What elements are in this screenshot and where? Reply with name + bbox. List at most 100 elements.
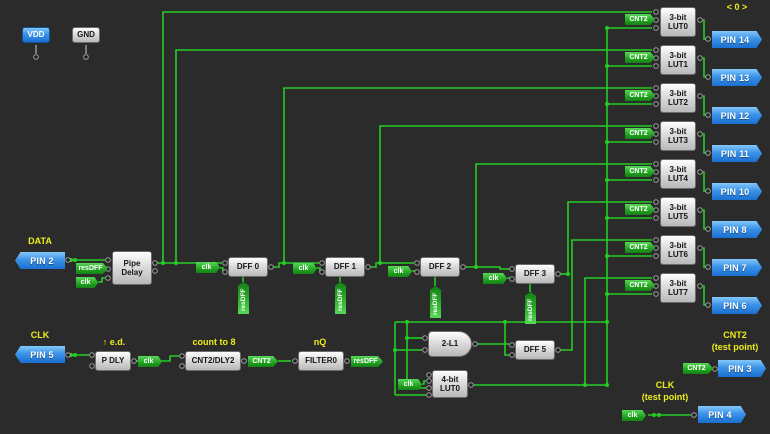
terminal-18[interactable] (509, 276, 515, 282)
tag-cnt2-row3[interactable]: CNT2 (625, 128, 655, 139)
terminal-7[interactable] (152, 268, 158, 274)
terminal-21[interactable] (89, 352, 95, 358)
terminal-20[interactable] (65, 352, 71, 358)
terminal-29[interactable] (422, 335, 428, 341)
dff-1[interactable]: DFF 1 (325, 257, 365, 277)
pin-5[interactable]: PIN 5 (15, 346, 65, 363)
terminal-57[interactable] (653, 139, 659, 145)
pin-6[interactable]: PIN 6 (712, 297, 762, 314)
terminal-47[interactable] (653, 63, 659, 69)
vdd-source[interactable]: VDD (22, 27, 50, 43)
terminal-28[interactable] (344, 358, 350, 364)
terminal-53[interactable] (697, 93, 703, 99)
terminal-27[interactable] (292, 358, 298, 364)
terminal-6[interactable] (152, 260, 158, 266)
tag-cnt2-row1[interactable]: CNT2 (625, 52, 655, 63)
terminal-49[interactable] (705, 74, 711, 80)
terminal-64[interactable] (705, 188, 711, 194)
terminal-33[interactable] (509, 352, 515, 358)
pin-10[interactable]: PIN 10 (712, 183, 762, 200)
terminal-17[interactable] (509, 266, 515, 272)
tag-clk-dff0[interactable]: clk (196, 262, 220, 273)
tag-resdff-dff2[interactable]: resDFF (430, 286, 441, 318)
pin-13[interactable]: PIN 13 (712, 69, 762, 86)
terminal-73[interactable] (697, 245, 703, 251)
tag-cnt2-row2[interactable]: CNT2 (625, 90, 655, 101)
tag-cnt2-out[interactable]: CNT2 (248, 356, 278, 367)
terminal-2[interactable] (65, 257, 71, 263)
terminal-75[interactable] (653, 275, 659, 281)
terminal-37[interactable] (426, 385, 432, 391)
pin-7[interactable]: PIN 7 (712, 259, 762, 276)
terminal-58[interactable] (697, 131, 703, 137)
terminal-80[interactable] (712, 366, 718, 372)
terminal-69[interactable] (705, 226, 711, 232)
terminal-65[interactable] (653, 199, 659, 205)
terminal-12[interactable] (319, 269, 325, 275)
tag-resdff-dff0[interactable]: resDFF (238, 282, 249, 314)
terminal-59[interactable] (705, 150, 711, 156)
terminal-70[interactable] (653, 237, 659, 243)
terminal-11[interactable] (319, 260, 325, 266)
terminal-8[interactable] (222, 260, 228, 266)
terminal-23[interactable] (131, 358, 137, 364)
terminal-3[interactable] (105, 257, 111, 263)
tag-cnt2-row0[interactable]: CNT2 (625, 14, 655, 25)
terminal-36[interactable] (426, 378, 432, 384)
tag-clk-dff3[interactable]: clk (483, 273, 507, 284)
terminal-35[interactable] (426, 372, 432, 378)
p-dly[interactable]: P DLY (95, 351, 131, 371)
tag-clk-4bit[interactable]: clk (398, 379, 422, 390)
terminal-43[interactable] (697, 17, 703, 23)
pin-14[interactable]: PIN 14 (712, 31, 762, 48)
pin-2[interactable]: PIN 2 (15, 252, 65, 269)
filter0[interactable]: FILTER0 (298, 351, 344, 371)
dff-5[interactable]: DFF 5 (515, 340, 555, 360)
terminal-9[interactable] (222, 269, 228, 275)
terminal-13[interactable] (365, 264, 371, 270)
terminal-26[interactable] (241, 358, 247, 364)
terminal-54[interactable] (705, 112, 711, 118)
dff-0[interactable]: DFF 0 (228, 257, 268, 277)
terminal-77[interactable] (653, 291, 659, 297)
tag-cnt2-row4[interactable]: CNT2 (625, 166, 655, 177)
tag-cnt2-testpoint[interactable]: CNT2 (683, 363, 713, 374)
tag-resdff-dff1[interactable]: resDFF (335, 282, 346, 314)
terminal-44[interactable] (705, 36, 711, 42)
terminal-63[interactable] (697, 169, 703, 175)
tag-cnt2-row6[interactable]: CNT2 (625, 242, 655, 253)
terminal-60[interactable] (653, 161, 659, 167)
terminal-5[interactable] (105, 275, 111, 281)
terminal-10[interactable] (268, 264, 274, 270)
terminal-15[interactable] (414, 269, 420, 275)
terminal-55[interactable] (653, 123, 659, 129)
dff-3[interactable]: DFF 3 (515, 264, 555, 284)
terminal-62[interactable] (653, 177, 659, 183)
tag-resdff-filter0[interactable]: resDFF (351, 356, 383, 367)
terminal-0[interactable] (33, 54, 39, 60)
pin-11[interactable]: PIN 11 (712, 145, 762, 162)
tag-clk-dff2[interactable]: clk (388, 266, 412, 277)
terminal-79[interactable] (705, 302, 711, 308)
terminal-74[interactable] (705, 264, 711, 270)
terminal-68[interactable] (697, 207, 703, 213)
terminal-22[interactable] (89, 363, 95, 369)
pin-8[interactable]: PIN 8 (712, 221, 762, 238)
terminal-16[interactable] (460, 264, 466, 270)
pin-12[interactable]: PIN 12 (712, 107, 762, 124)
terminal-48[interactable] (697, 55, 703, 61)
lut-2-l1[interactable]: 2-L1 (428, 331, 472, 357)
terminal-42[interactable] (653, 25, 659, 31)
tag-clk-testpoint[interactable]: clk (622, 410, 646, 421)
terminal-39[interactable] (468, 382, 474, 388)
